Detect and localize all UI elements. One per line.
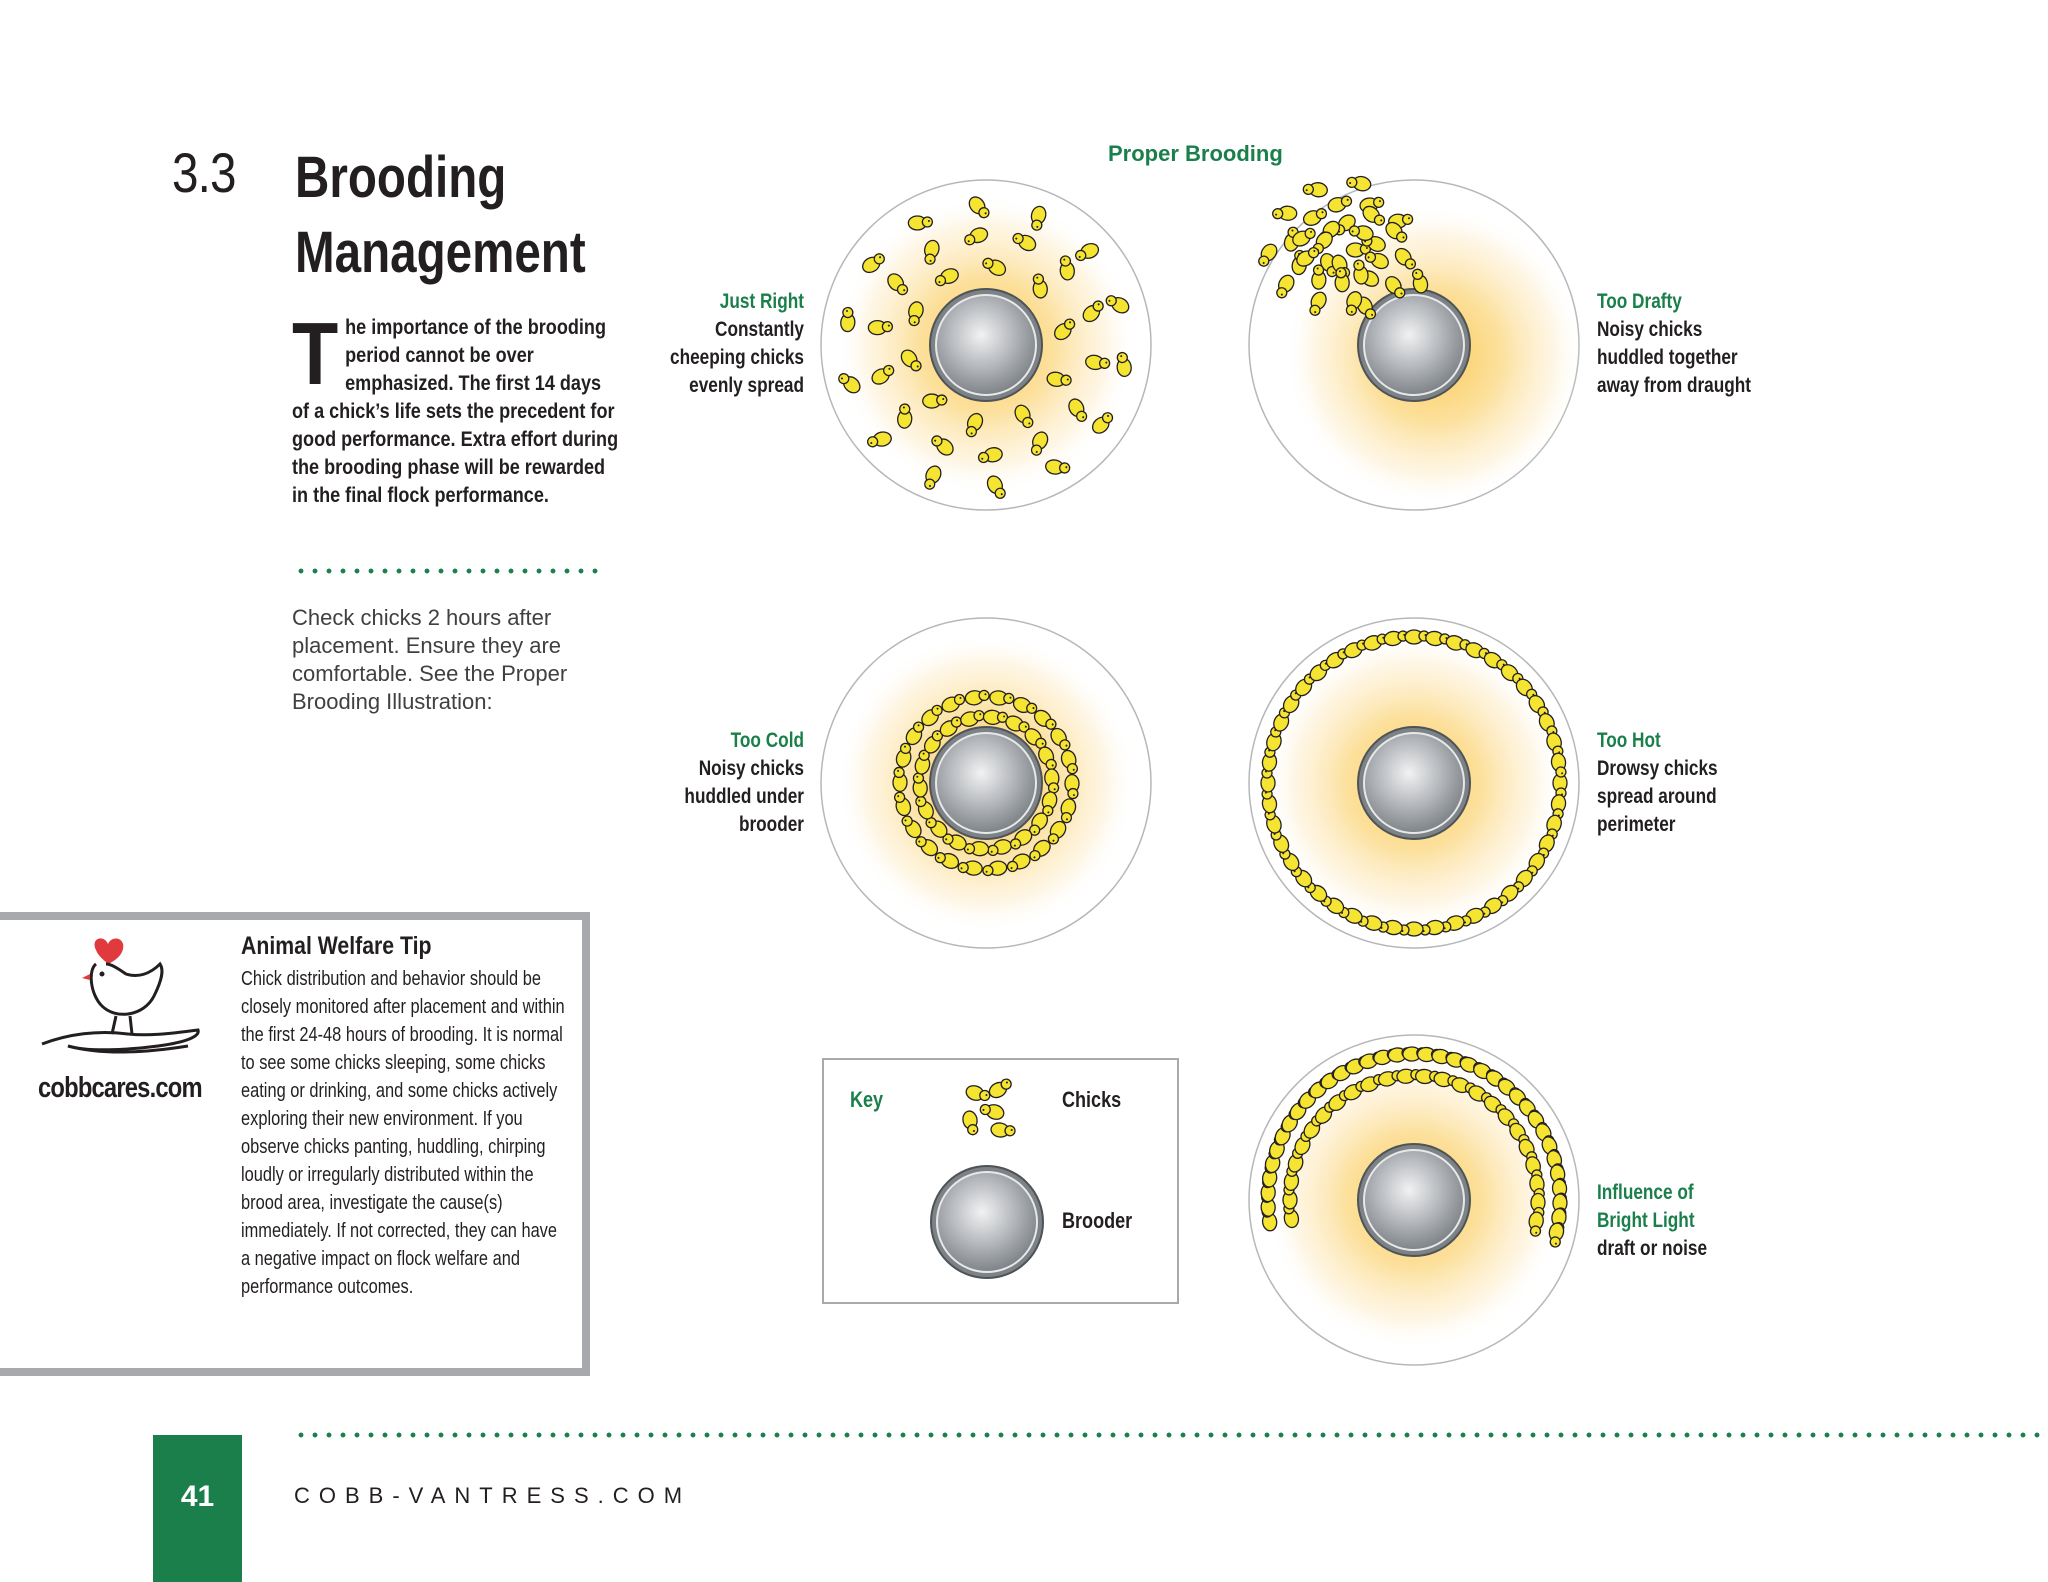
chick-icon: [1301, 180, 1329, 199]
label-too-hot: Too Hot Drowsy chicks spread around peri…: [1597, 727, 1827, 839]
label-too-drafty-title: Too Drafty: [1597, 290, 1682, 313]
label-bright-light-title1: Influence of: [1597, 1181, 1694, 1204]
chick-icon: [1344, 172, 1373, 194]
label-just-right-line2: cheeping chicks: [670, 346, 804, 369]
key-chick-icon: [963, 1082, 993, 1106]
brooder-icon: [929, 288, 1043, 402]
diagram-just-right: [820, 179, 1152, 511]
section-title: Brooding Management: [295, 140, 586, 290]
welfare-body-text: Chick distribution and behavior should b…: [241, 968, 565, 1298]
key-chick-icon: [989, 1120, 1017, 1141]
label-bright-light: Influence of Bright Light draft or noise: [1597, 1179, 1827, 1263]
label-too-hot-line3: perimeter: [1597, 813, 1676, 836]
label-bright-light-line1: draft or noise: [1597, 1237, 1708, 1260]
footer-dotted-divider: [294, 1432, 2048, 1438]
label-too-hot-line2: spread around: [1597, 785, 1717, 808]
label-too-cold: Too Cold Noisy chicks huddled under broo…: [600, 727, 804, 839]
key-chick-icon: [960, 1109, 981, 1137]
label-too-cold-line1: Noisy chicks: [698, 757, 804, 780]
label-bright-light-title2: Bright Light: [1597, 1209, 1695, 1232]
check-chicks-text: Check chicks 2 hours after placement. En…: [292, 605, 568, 714]
key-title: Key: [850, 1087, 884, 1112]
key-brooder-icon: [930, 1165, 1044, 1279]
brooder-icon: [929, 726, 1043, 840]
label-too-drafty-line1: Noisy chicks: [1597, 318, 1703, 341]
brooder-icon: [1357, 726, 1471, 840]
label-just-right: Just Right Constantly cheeping chicks ev…: [600, 288, 804, 400]
section-number: 3.3: [172, 141, 236, 204]
label-too-drafty-line2: huddled together: [1597, 346, 1738, 369]
label-too-hot-title: Too Hot: [1597, 729, 1661, 752]
diagram-too-drafty: [1248, 172, 1584, 511]
key-chicks-label: Chicks: [1062, 1087, 1122, 1112]
label-just-right-line3: evenly spread: [689, 374, 804, 397]
label-too-cold-line2: huddled under: [684, 785, 804, 808]
welfare-body: Chick distribution and behavior should b…: [241, 965, 571, 1301]
diagram-title: Proper Brooding: [1108, 141, 1283, 166]
page-number-tab: [153, 1435, 242, 1582]
label-too-drafty-line3: away from draught: [1597, 374, 1752, 397]
diagram-bright-light: [1248, 1034, 1580, 1366]
section-title-line2: Management: [295, 220, 586, 285]
intro-dropcap: T: [292, 304, 339, 403]
diagram-too-hot: [1248, 617, 1580, 949]
key-brooder-label: Brooder: [1062, 1208, 1133, 1233]
animal-welfare-box: [0, 912, 590, 1376]
key-chick-icon: [977, 1099, 1007, 1123]
brooder-icon: [1357, 288, 1471, 402]
section-title-line1: Brooding: [295, 145, 507, 210]
label-too-cold-title: Too Cold: [730, 729, 804, 752]
diagram-too-cold: [820, 617, 1152, 949]
brooder-icon: [1357, 1143, 1471, 1257]
cobbcares-logo-text: cobbcares.com: [38, 1072, 203, 1104]
key-chick-icon: [986, 1075, 1016, 1102]
dotted-divider: [294, 568, 602, 574]
label-too-drafty: Too Drafty Noisy chicks huddled together…: [1597, 288, 1827, 400]
intro-text: he importance of the brooding period can…: [292, 316, 619, 507]
page-number: 41: [180, 1480, 215, 1513]
label-just-right-line1: Constantly: [715, 318, 804, 341]
brooding-diagrams: [820, 172, 1584, 1366]
chick-icon: [1271, 204, 1298, 222]
footer-website: COBB-VANTRESS.COM: [294, 1483, 692, 1508]
label-just-right-title: Just Right: [719, 290, 804, 313]
cobbcares-hen-hand-icon: [41, 938, 200, 1054]
label-too-cold-line3: brooder: [738, 813, 804, 836]
key-art: [930, 1075, 1044, 1279]
label-too-hot-line1: Drowsy chicks: [1597, 757, 1718, 780]
welfare-title: Animal Welfare Tip: [241, 932, 432, 960]
